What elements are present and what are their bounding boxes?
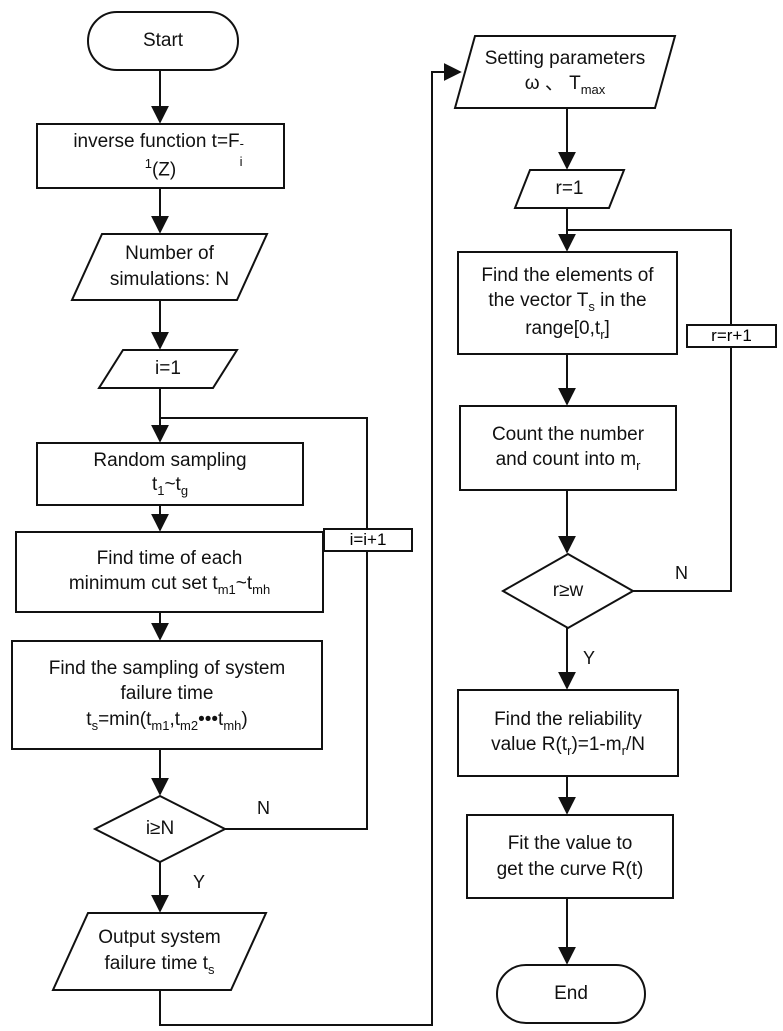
sampling-system-box — [11, 640, 323, 750]
start-label: Start — [142, 30, 184, 52]
num-simulations-text: Number of simulations: N — [109, 243, 230, 290]
inverse-function-box — [36, 123, 285, 189]
loop-line-r — [567, 229, 732, 592]
setting-params-text: Setting parameters ω 、 Tmax — [484, 47, 646, 97]
find-elements-text: Find the elements of the vector Ts in th… — [481, 264, 654, 342]
output-text: Output system failure time ts — [98, 927, 221, 977]
random-sampling-box — [36, 442, 304, 506]
random-sampling-text: Random sampling t1~tg — [93, 450, 247, 498]
inverse-line-1: inverse function t=F-i — [73, 131, 245, 170]
sampling-system-text: Find the sampling of system failure time… — [48, 657, 286, 733]
fit-value-text: Fit the value to get the curve R(t) — [496, 832, 644, 880]
connector-left-right — [159, 63, 462, 1026]
count-text: Count the number and count into mr — [491, 423, 645, 473]
i-yes-label: Y — [193, 872, 206, 892]
num-simulations-io — [70, 233, 269, 301]
output-io — [51, 912, 268, 991]
start-terminal — [87, 11, 239, 71]
i-init-io — [97, 349, 239, 389]
end-terminal — [496, 964, 646, 1024]
r-init-text: r=1 — [555, 178, 584, 200]
i-init-text: i=1 — [155, 358, 181, 380]
i-increment-label: i=i+1 — [323, 528, 413, 552]
setting-params-io — [453, 35, 677, 109]
end-label: End — [554, 983, 588, 1005]
r-no-label: N — [675, 563, 688, 583]
loop-line-i — [160, 417, 368, 830]
find-time-box — [15, 531, 324, 613]
reliability-text: Find the reliability value R(tr)=1-mr/N — [491, 708, 645, 758]
r-init-io — [513, 169, 626, 209]
r-increment-label: r=r+1 — [686, 324, 777, 348]
find-time-text: Find time of each minimum cut set tm1~tm… — [68, 547, 271, 597]
i-no-label: N — [257, 798, 270, 818]
reliability-box — [457, 689, 679, 777]
r-yes-label: Y — [583, 648, 596, 668]
fit-value-box — [466, 814, 674, 899]
inverse-function-text: inverse function t=F-i 1(Z) — [37, 124, 284, 188]
find-elements-box — [457, 251, 678, 355]
i-decision-text: i≥N — [145, 818, 175, 840]
r-decision-text: r≥w — [552, 580, 584, 602]
inverse-line-2: 1(Z) — [144, 155, 177, 181]
